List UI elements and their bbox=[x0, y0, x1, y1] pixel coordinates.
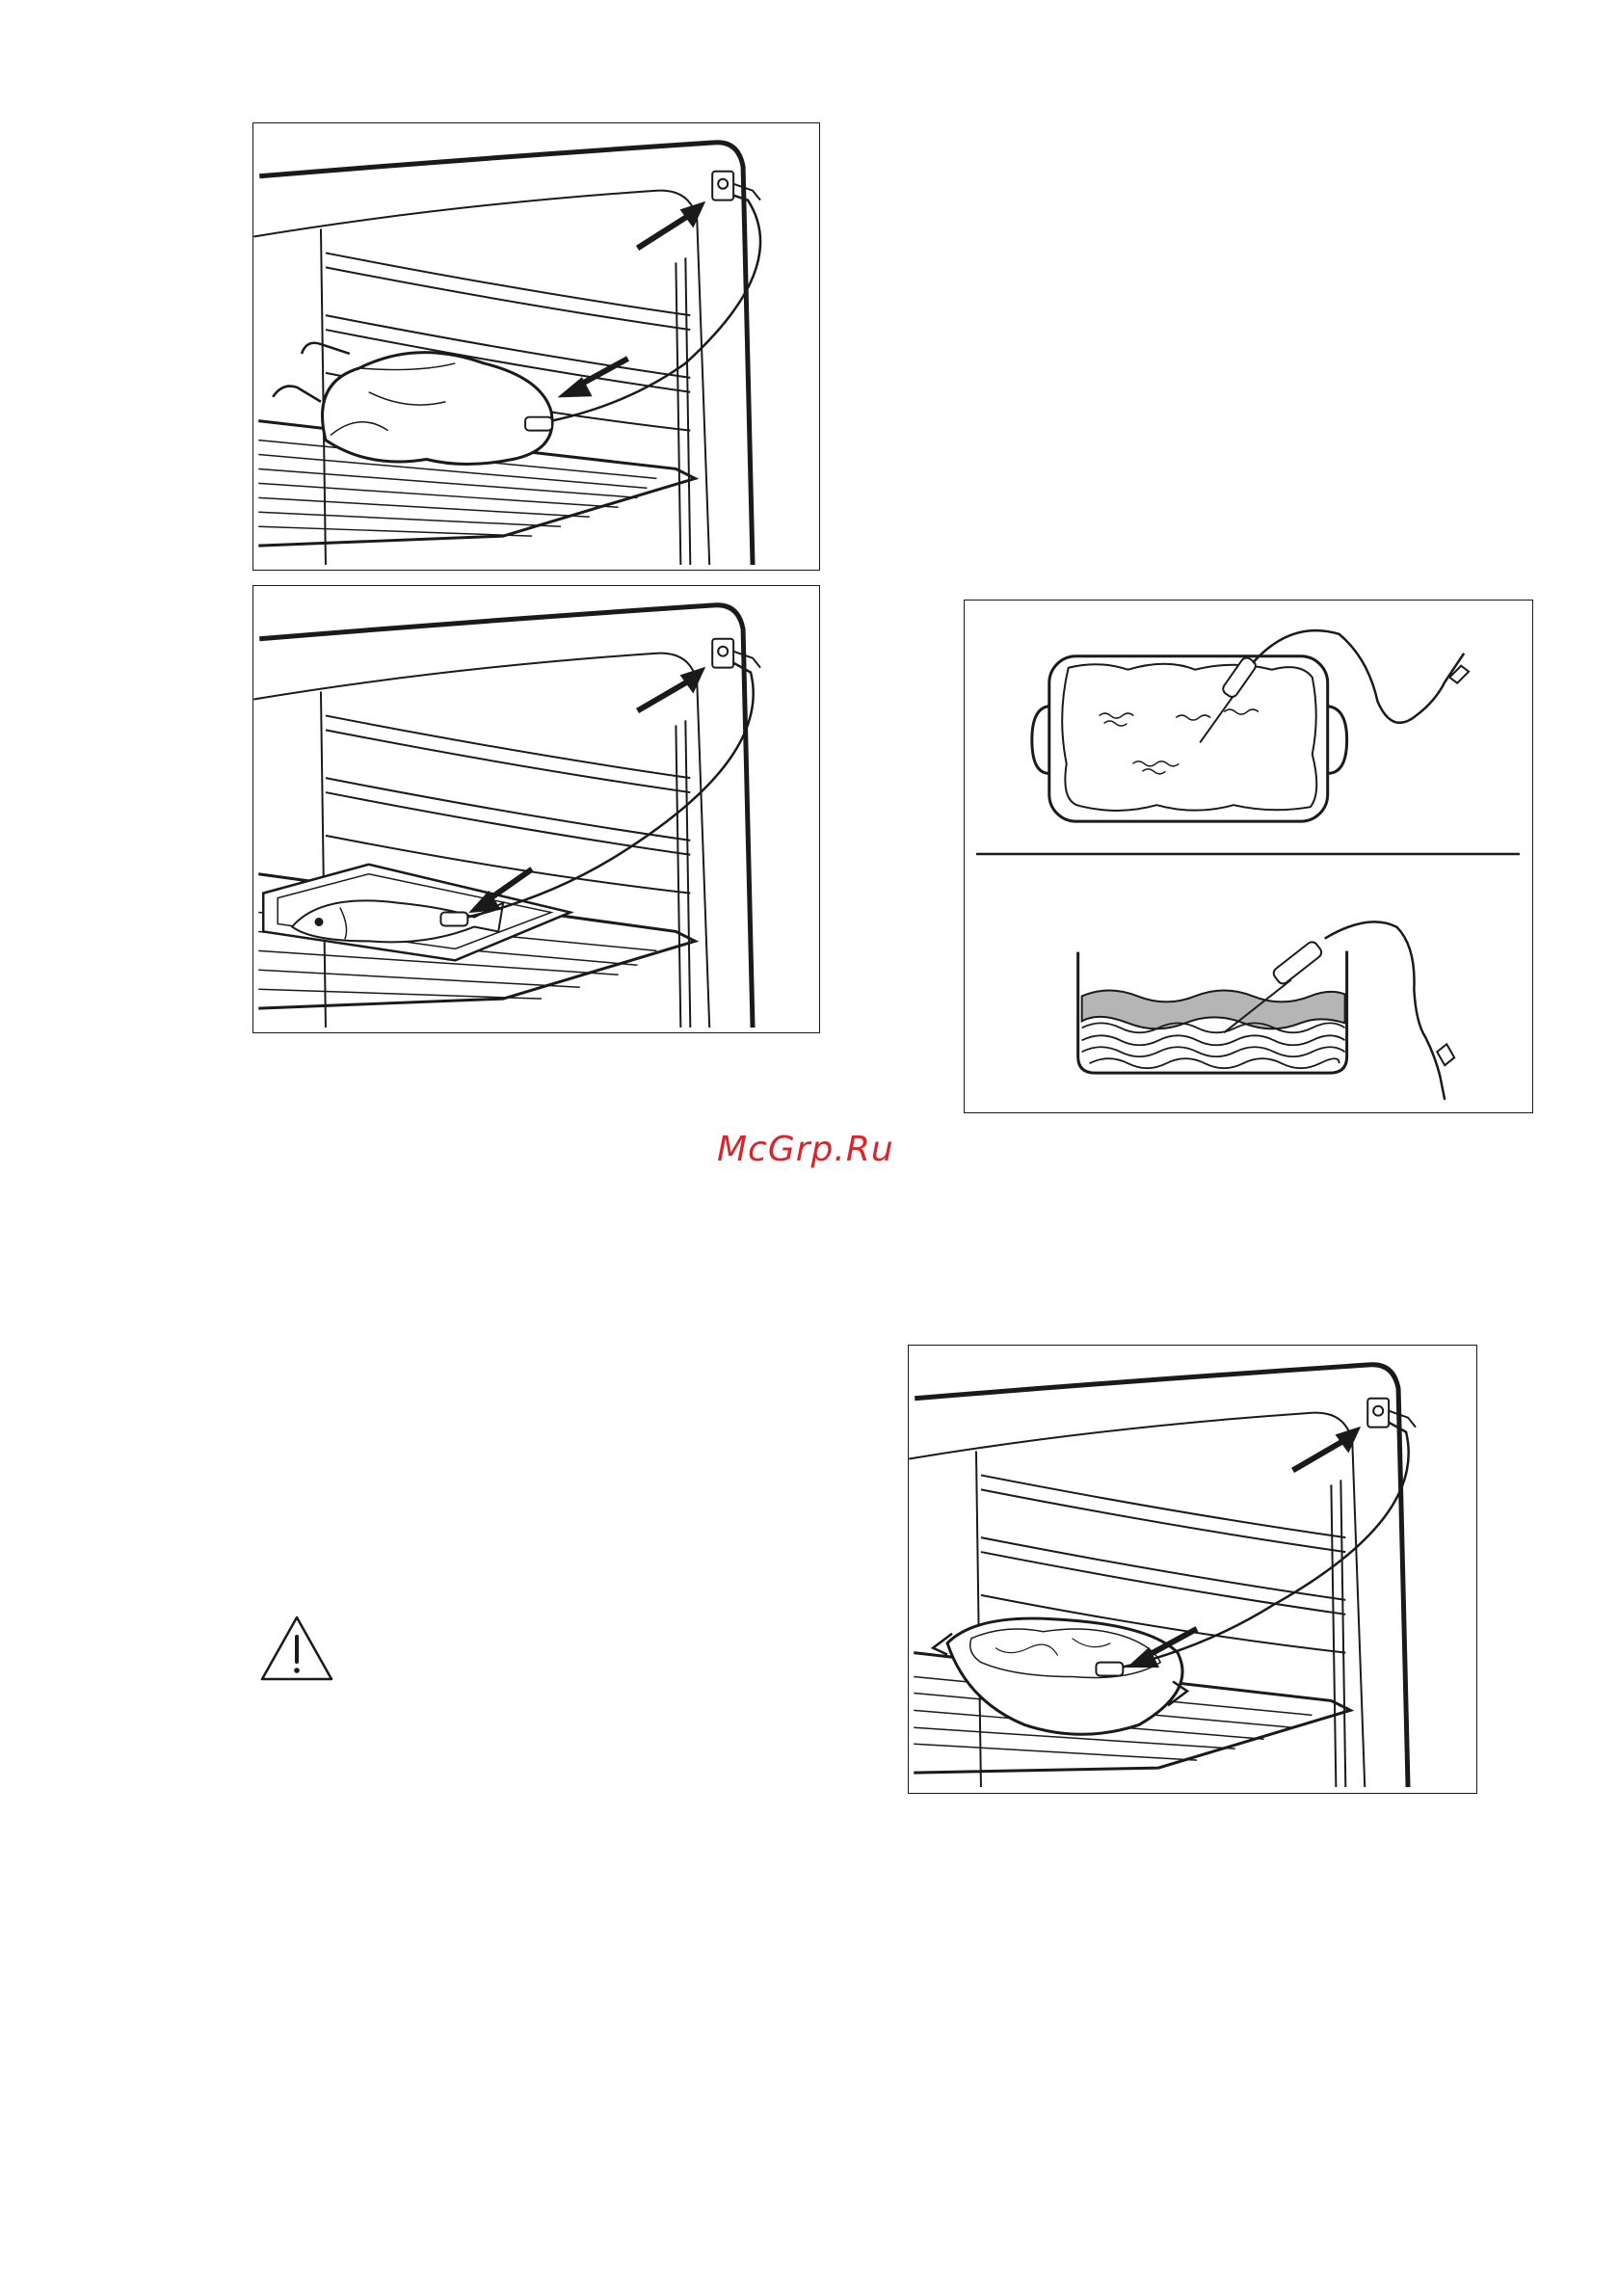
oven-fish-drawing bbox=[253, 586, 819, 1032]
oven-chicken-drawing bbox=[253, 123, 819, 570]
watermark-text: McGrp.Ru bbox=[717, 1130, 894, 1169]
oven-dish-drawing bbox=[909, 1346, 1476, 1793]
probe-in-dishes-drawing bbox=[965, 601, 1532, 1112]
oven-dish-illustration bbox=[908, 1345, 1477, 1794]
oven-fish-illustration bbox=[252, 585, 820, 1033]
probe-in-dishes-illustration bbox=[964, 600, 1533, 1113]
oven-chicken-illustration bbox=[252, 122, 820, 571]
warning-triangle-icon bbox=[258, 1614, 335, 1683]
